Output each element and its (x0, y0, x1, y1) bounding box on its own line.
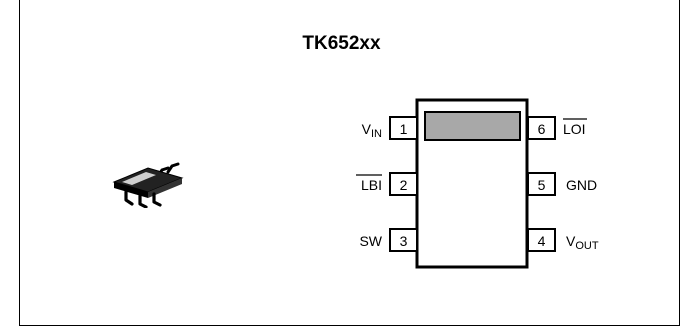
pin-label-3: SW (359, 233, 382, 249)
figure-frame (19, 0, 680, 326)
pin-box-3 (389, 228, 418, 252)
pin-label-1: VIN (362, 121, 382, 140)
pin-label-2: LBI (361, 177, 382, 193)
pin-label-4: VOUT (566, 233, 599, 252)
pin-box-5 (527, 172, 556, 196)
pin-number-2: 2 (400, 177, 408, 193)
pin-box-6 (527, 116, 556, 140)
pin-number-5: 5 (538, 177, 546, 193)
pinout-diagram: 1 VIN 2 LBI 3 SW 6 LOI 5 GND 4 VOUT (356, 98, 599, 269)
pin-number-1: 1 (400, 121, 408, 137)
page-title: TK652xx (302, 33, 381, 54)
pin-label-6: LOI (563, 121, 586, 137)
left-pins: 1 VIN 2 LBI 3 SW (356, 116, 418, 252)
pin-label-5: GND (566, 177, 597, 193)
pin-number-6: 6 (538, 121, 546, 137)
marking-band (424, 111, 521, 141)
right-pins: 6 LOI 5 GND 4 VOUT (527, 116, 599, 252)
pin-box-1 (389, 116, 418, 140)
pin-number-4: 4 (538, 233, 546, 249)
pin-box-4 (527, 228, 556, 252)
sot23-6-package-icon (112, 162, 184, 208)
pin-box-2 (389, 172, 418, 196)
pin-number-3: 3 (400, 233, 408, 249)
